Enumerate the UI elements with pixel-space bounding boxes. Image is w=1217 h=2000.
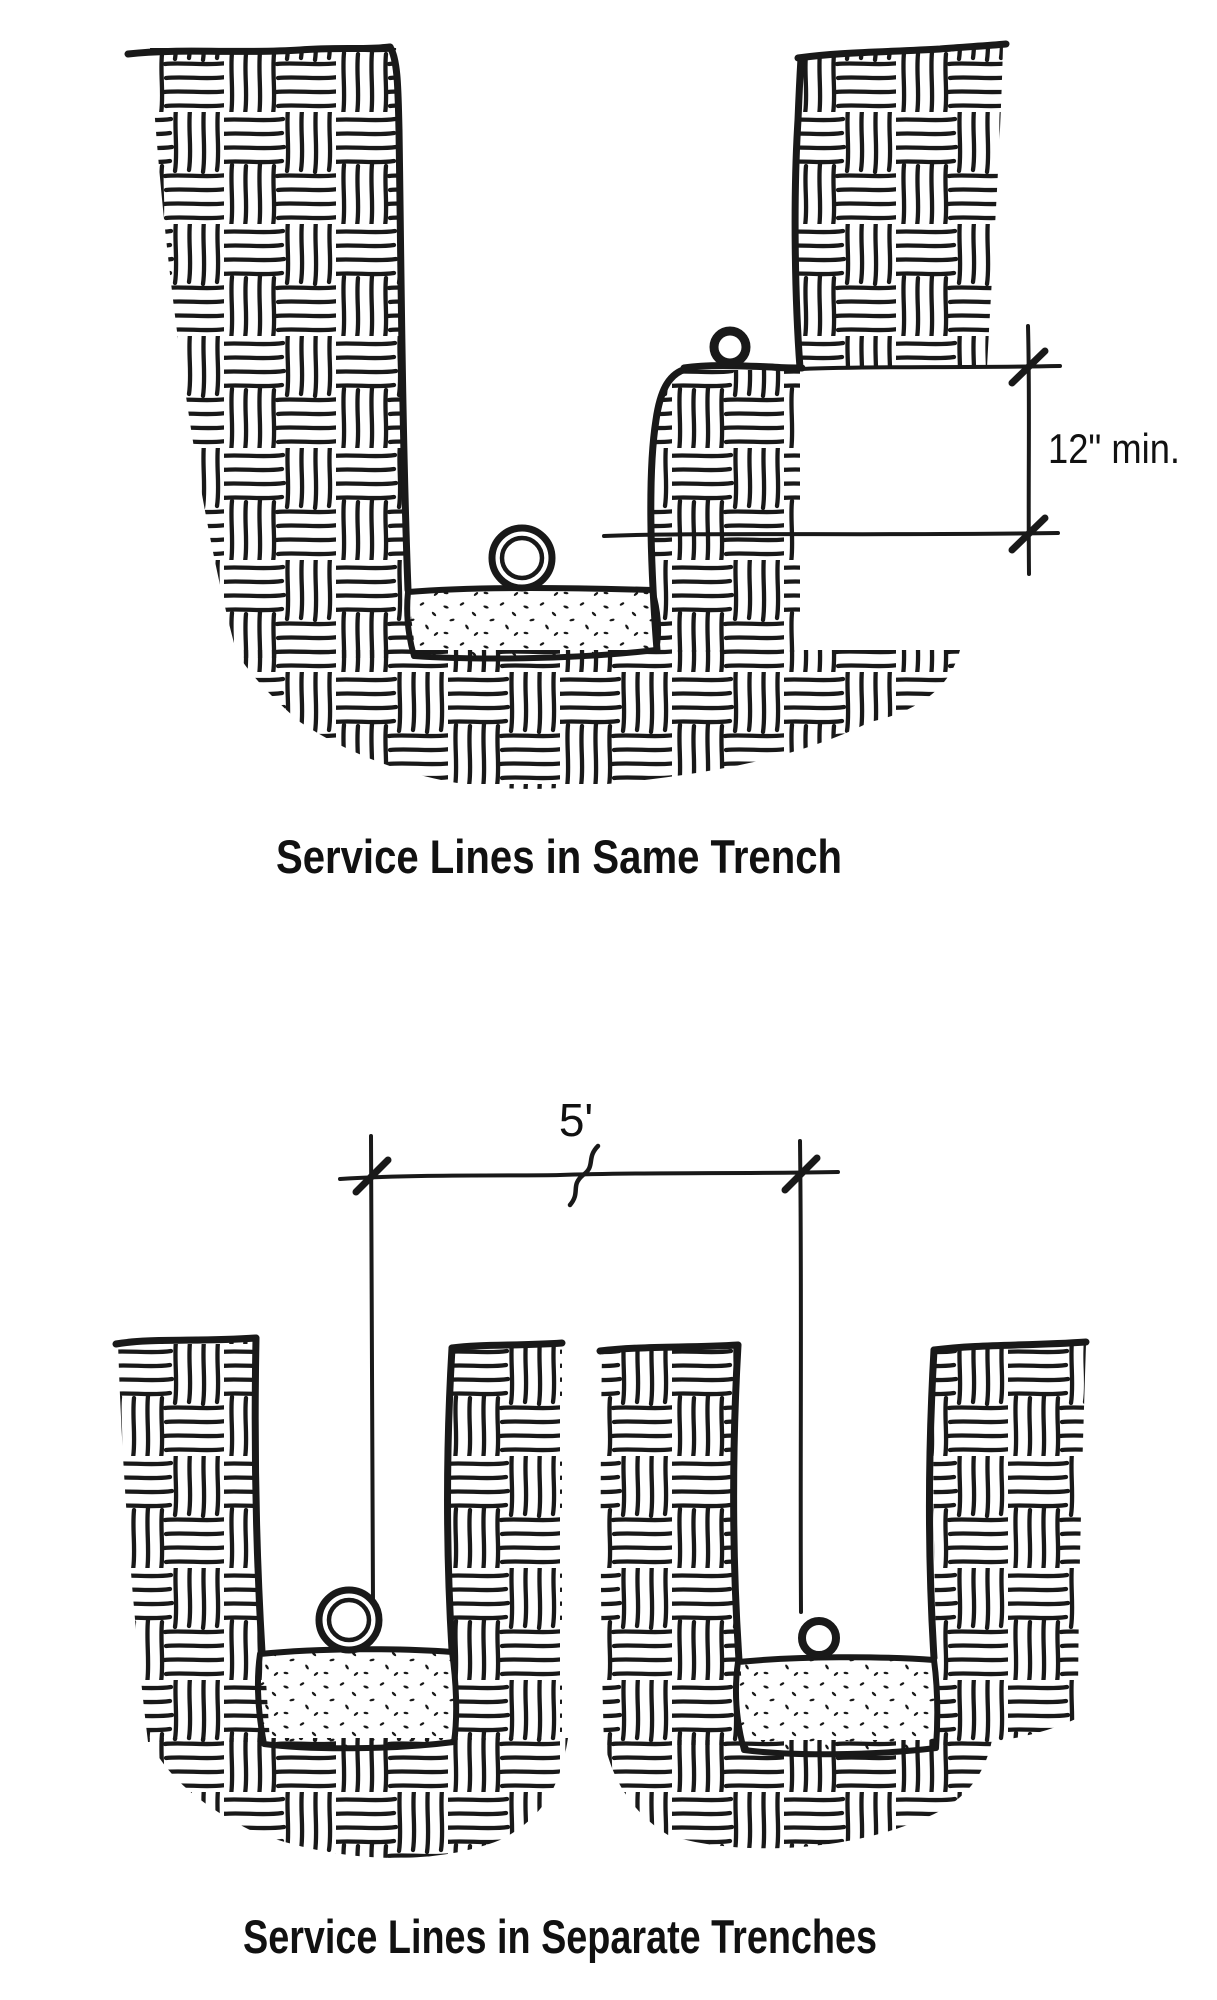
tick-mark-left — [352, 1156, 392, 1196]
trench2-left-wall — [730, 1341, 743, 1664]
soil-column-right — [933, 1344, 1086, 1745]
trench2-right-wall — [926, 1346, 938, 1662]
tick-mark-upper — [1008, 347, 1049, 387]
dimension-label-5ft: 5' — [559, 1094, 593, 1146]
separate-trenches-title: Service Lines in Separate Trenches — [243, 1910, 877, 1963]
dimension-line-horizontal — [338, 1170, 840, 1181]
bedding-sand — [404, 585, 662, 662]
soil-hatch — [150, 46, 1003, 789]
same-trench-title: Service Lines in Same Trench — [276, 830, 842, 883]
ground-surface-b — [448, 1339, 566, 1352]
ground-surface-left — [124, 43, 394, 58]
extension-line-right — [798, 1139, 803, 1614]
extension-line-upper — [800, 364, 1062, 371]
extension-line-lower — [602, 531, 1060, 538]
extension-line-left — [369, 1134, 375, 1602]
ground-surface-right — [794, 40, 1010, 62]
water-pipe-right-trench — [798, 1617, 840, 1659]
soil-hatch — [118, 1338, 1086, 1858]
soil-bench-block — [650, 370, 800, 652]
tick-mark-lower — [1008, 514, 1049, 554]
separate-trenches-figure: 5' Service Lines in Separate Trenches — [112, 1094, 1090, 1963]
trench1-left-wall — [251, 1334, 266, 1656]
ground-surface-d — [930, 1338, 1090, 1354]
sewer-pipe-left-trench — [315, 1586, 383, 1654]
dimension-label-12in: 12" min. — [1048, 425, 1180, 472]
soil-under-left-trench — [148, 1738, 568, 1858]
dimension-line-vertical — [1026, 324, 1031, 576]
tick-mark-right — [781, 1154, 821, 1194]
ground-surface-c — [596, 1341, 742, 1355]
soil-under-trench — [235, 650, 960, 789]
soil-left-wall — [150, 48, 416, 658]
bedding-sand-right — [733, 1654, 941, 1758]
dimension-12in-min: 12" min. — [602, 324, 1180, 576]
water-pipe — [709, 326, 751, 368]
trench1-right-wall — [444, 1344, 456, 1654]
ground-surface-a — [112, 1334, 260, 1348]
soil-column-left — [118, 1338, 270, 1742]
bedding-sand-left — [254, 1646, 460, 1752]
soil-under-right-trench — [604, 1740, 992, 1849]
soil-column-mid-left — [449, 1344, 562, 1740]
upper-trench-wall — [791, 54, 805, 372]
dimension-5ft: 5' — [338, 1094, 840, 1614]
sewer-pipe — [488, 524, 556, 592]
trench-left-wall — [386, 43, 412, 594]
soil-upper-right-column — [795, 46, 1003, 368]
same-trench-figure: 12" min. Service Lines in Same Trench — [124, 40, 1180, 883]
soil-column-mid-right — [600, 1346, 746, 1745]
break-squiggle — [567, 1143, 601, 1208]
bench-surface — [680, 362, 806, 372]
trench-right-wall — [647, 365, 690, 654]
